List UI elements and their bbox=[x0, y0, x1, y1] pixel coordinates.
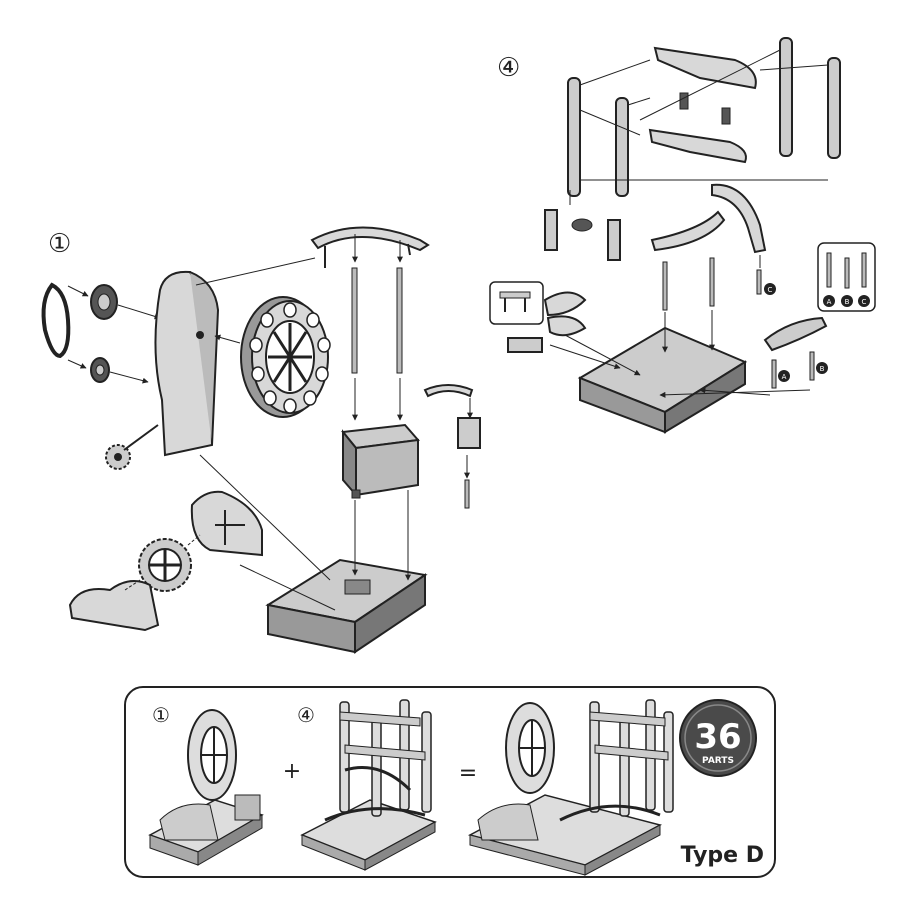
small-inset bbox=[489, 281, 544, 353]
summary-step1-label: ① bbox=[152, 703, 170, 727]
base-step4 bbox=[577, 326, 748, 434]
step4-diagram: ④ bbox=[489, 37, 876, 434]
gear-cover bbox=[68, 580, 160, 632]
parts-badge: 36 PARTS bbox=[679, 699, 757, 777]
summary-box: ① ④ + bbox=[124, 686, 776, 878]
label-c: C bbox=[768, 286, 773, 294]
inset-label-b: B bbox=[845, 298, 850, 306]
twist-chute bbox=[543, 291, 587, 337]
rods bbox=[351, 267, 403, 374]
small-gear bbox=[105, 424, 159, 470]
belt bbox=[41, 282, 71, 359]
pulley-small bbox=[90, 357, 110, 383]
side-frame bbox=[154, 270, 220, 457]
inset-label-a: A bbox=[827, 298, 832, 306]
upper-tracks bbox=[648, 46, 757, 164]
top-rail bbox=[310, 226, 430, 268]
base-step1 bbox=[265, 558, 428, 654]
pins bbox=[662, 257, 762, 311]
step4-label: ④ bbox=[497, 53, 520, 83]
parts-count: 36 bbox=[694, 717, 741, 757]
clip-parts bbox=[544, 209, 621, 261]
model-step4 bbox=[300, 699, 437, 871]
step1-diagram: ① bbox=[41, 226, 481, 654]
slope-label-a: A bbox=[782, 373, 787, 381]
slope-label-b: B bbox=[820, 365, 825, 373]
gear-housing bbox=[190, 490, 263, 557]
model-step1 bbox=[148, 709, 264, 866]
model-combined bbox=[467, 699, 674, 876]
posts bbox=[567, 37, 841, 197]
bracket bbox=[457, 398, 481, 509]
slope-piece: A B bbox=[763, 316, 828, 389]
label-c-marker bbox=[764, 283, 776, 295]
type-label: Type D bbox=[681, 843, 764, 868]
motor-box bbox=[341, 423, 420, 499]
summary-step4-label: ④ bbox=[297, 703, 315, 727]
plus-sign: + bbox=[283, 759, 301, 784]
parts-word: PARTS bbox=[702, 756, 734, 766]
large-gear bbox=[138, 538, 192, 592]
inset-label-c: C bbox=[862, 298, 867, 306]
small-rail bbox=[423, 384, 474, 398]
equals-sign: = bbox=[459, 761, 477, 786]
curved-chute bbox=[650, 183, 767, 254]
step1-label: ① bbox=[48, 229, 71, 259]
pulley-large bbox=[90, 284, 118, 320]
parts-inset: A B C bbox=[817, 242, 876, 312]
ferris-wheel bbox=[240, 296, 331, 418]
